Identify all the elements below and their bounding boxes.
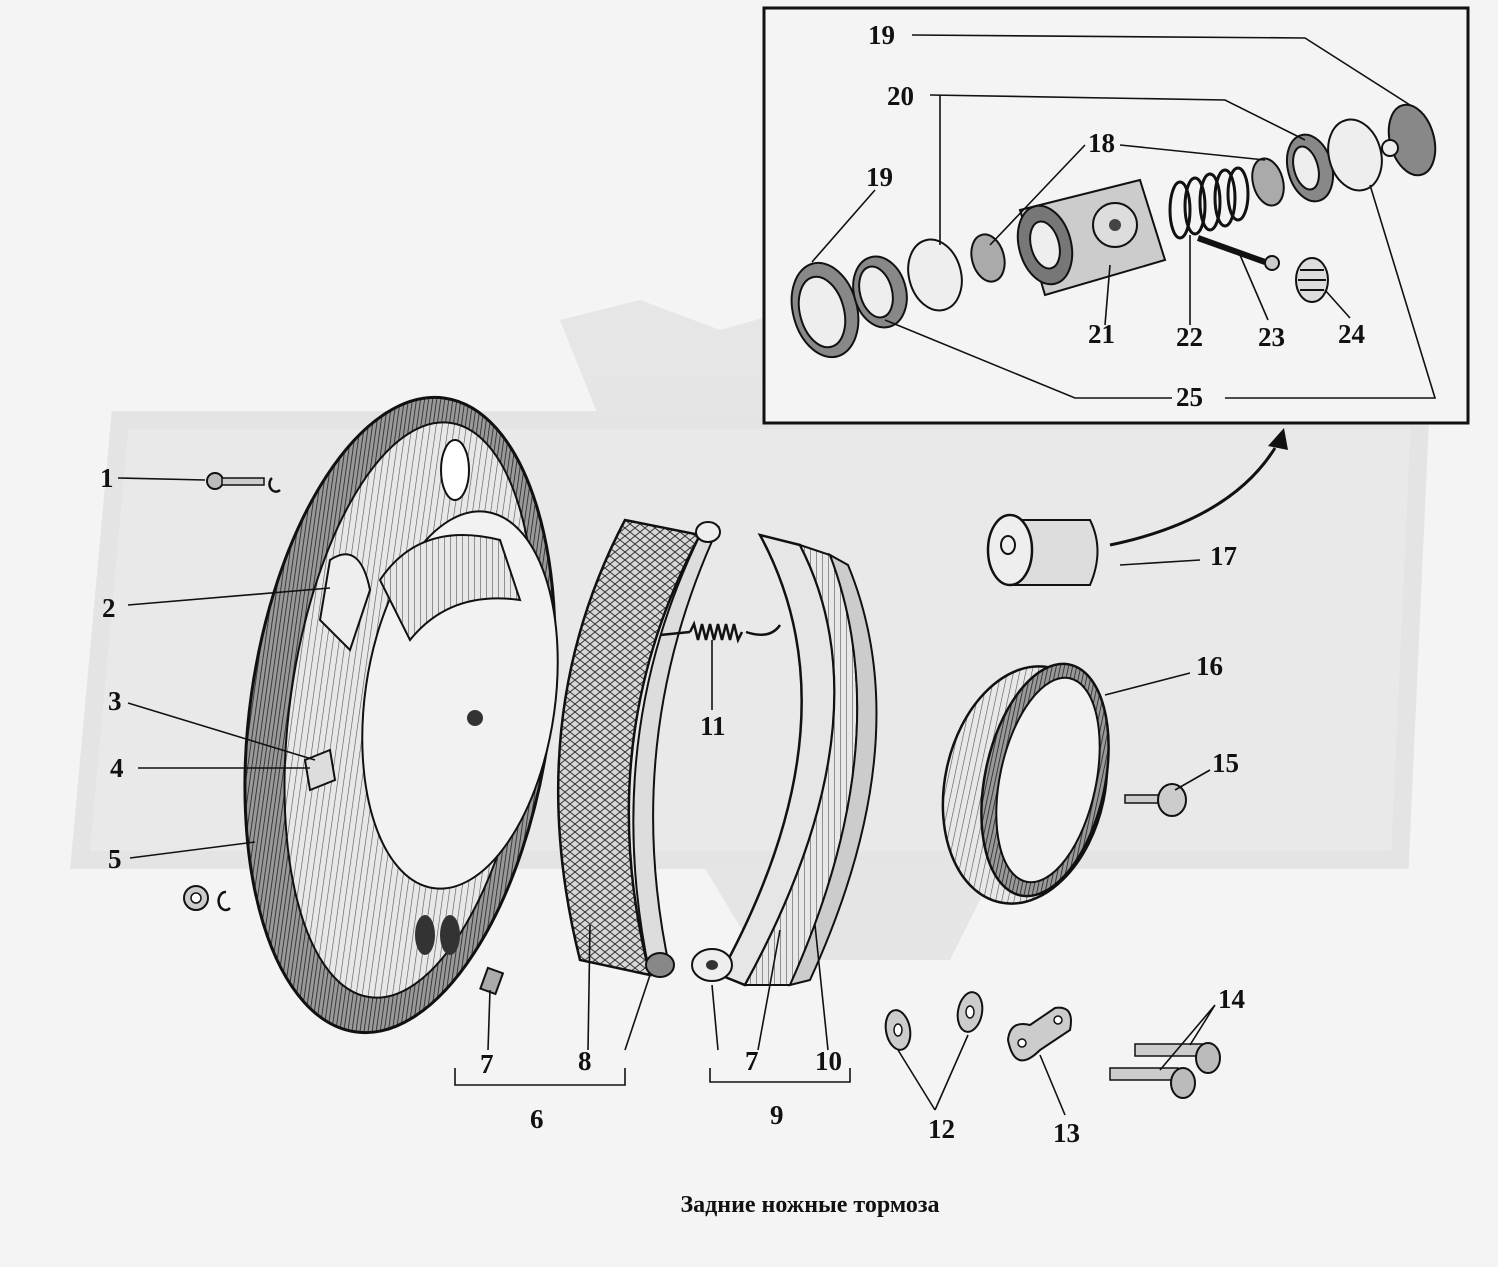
arrow-to-inset	[1109, 447, 1277, 547]
label-3: 3	[108, 686, 122, 716]
return-spring	[659, 620, 782, 644]
piston-left	[907, 238, 963, 312]
wheel-cylinder	[986, 513, 1099, 587]
label-12: 12	[928, 1114, 955, 1144]
label-20: 20	[887, 81, 914, 111]
cup-small-left	[970, 233, 1006, 283]
bolts-14	[1109, 1042, 1221, 1099]
piston-right	[1327, 118, 1383, 192]
bolt-15	[1124, 783, 1187, 817]
label-7-left: 7	[480, 1049, 494, 1079]
label-6: 6	[530, 1104, 544, 1134]
lock-plate	[1006, 1006, 1072, 1062]
label-18: 18	[1088, 128, 1115, 158]
brake-shoe-right	[691, 533, 878, 987]
label-4: 4	[110, 753, 124, 783]
spring	[1168, 166, 1250, 240]
label-17: 17	[1210, 541, 1237, 571]
label-24: 24	[1338, 319, 1365, 349]
label-7-right: 7	[745, 1046, 759, 1076]
inset-parts	[790, 103, 1437, 359]
label-5: 5	[108, 844, 122, 874]
screw-left	[479, 966, 505, 996]
label-19-left: 19	[866, 162, 893, 192]
label-14: 14	[1218, 984, 1245, 1014]
label-15: 15	[1212, 748, 1239, 778]
label-11: 11	[700, 711, 726, 741]
label-16: 16	[1196, 651, 1223, 681]
label-13: 13	[1053, 1118, 1080, 1148]
leader-lines	[117, 34, 1437, 1116]
label-8: 8	[578, 1046, 592, 1076]
nut-washer	[183, 885, 231, 912]
part-labels: 1 2 3 4 5 6 7 8 9 7 10 11 12 13 14 15 16…	[100, 20, 1365, 1148]
label-1: 1	[100, 463, 114, 493]
label-19-top: 19	[868, 20, 895, 50]
bolt	[206, 472, 281, 493]
brake-drum	[941, 662, 1110, 905]
label-9: 9	[770, 1100, 784, 1130]
backing-plate	[243, 395, 559, 1035]
bleeder-screw	[1196, 235, 1267, 265]
arrow-head	[1268, 428, 1288, 450]
label-2: 2	[102, 593, 116, 623]
washers	[884, 991, 984, 1051]
label-23: 23	[1258, 322, 1285, 352]
diagram-caption: Задние ножные тормоза	[680, 1192, 939, 1218]
label-21: 21	[1088, 319, 1115, 349]
label-25: 25	[1176, 382, 1203, 412]
label-10: 10	[815, 1046, 842, 1076]
cup-small-right	[1251, 157, 1285, 207]
label-22: 22	[1176, 322, 1203, 352]
